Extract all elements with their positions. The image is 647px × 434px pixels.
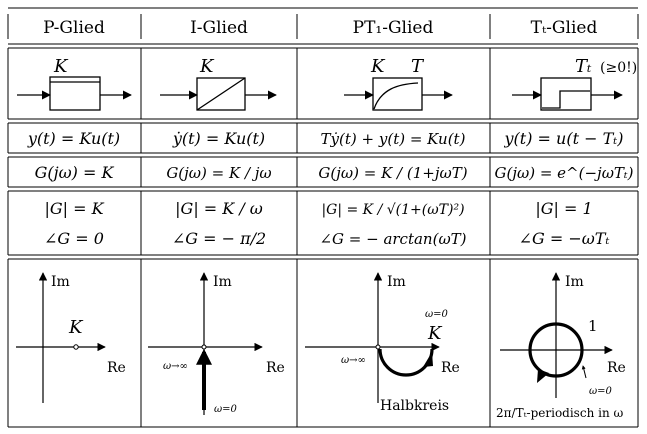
i-axis-re: Re (266, 360, 285, 376)
i-block (160, 77, 277, 111)
pt1-nyquist-semicircle (378, 348, 434, 377)
tt-one-label: 1 (588, 317, 598, 335)
pt1-axis-re: Re (441, 360, 460, 376)
i-omega-inf: ω→∞ (163, 361, 188, 372)
phase-pt1: ∠G = − arctan(ωT) (319, 230, 466, 248)
p-block (17, 76, 132, 111)
eq-i: ẏ(t) = Ku(t) (172, 129, 265, 148)
transfer-i: G(jω) = K / jω (166, 164, 271, 182)
header-tt-glied: Tₜ-Glied (531, 18, 598, 38)
mag-p: |G| = K (44, 199, 104, 218)
phase-p: ∠G = 0 (44, 229, 104, 248)
pt1-caption: Halbkreis (380, 398, 449, 414)
table-grid (7, 7, 639, 428)
p-axis-re: Re (107, 360, 126, 376)
mag-pt1: |G| = K / √(1+(ωT)²) (321, 202, 464, 218)
p-block-param: K (53, 56, 69, 77)
nyquist-pt1: Im Re ω=0 K ω→∞ Halbkreis (305, 272, 460, 414)
pt1-block (344, 77, 453, 111)
transfer-pt1: G(jω) = K / (1+jωT) (318, 164, 467, 182)
i-omega-zero: ω=0 (214, 404, 238, 415)
p-nyquist-point (73, 344, 79, 350)
p-point-label: K (68, 317, 84, 338)
block-labels: K K K T Tₜ (≥0!) (53, 56, 637, 77)
tt-block (512, 77, 623, 111)
pt1-block-param-t: T (411, 56, 425, 77)
transfer-tt: G(jω) = e^(−jωTₜ) (495, 164, 634, 182)
magnitude-phase-row: |G| = K |G| = K / ω |G| = K / √(1+(ωT)²)… (44, 199, 609, 248)
tt-axis-im: Im (565, 274, 584, 290)
pt1-omega-inf: ω→∞ (341, 355, 366, 366)
tt-caption: 2π/Tₜ-periodisch in ω (496, 406, 623, 420)
mag-tt: |G| = 1 (535, 199, 592, 218)
row-rules (7, 14, 639, 427)
phase-tt: ∠G = −ωTₜ (519, 229, 610, 248)
pt1-axis-im: Im (387, 274, 406, 290)
nyquist-i: Im Re ω→∞ ω=0 (148, 272, 285, 415)
pt1-block-param-k: K (370, 56, 386, 77)
tt-block-note: (≥0!) (600, 60, 637, 76)
eq-p: y(t) = Ku(t) (27, 129, 120, 148)
eq-tt: y(t) = u(t − Tₜ) (504, 129, 624, 148)
pt1-k-label: K (427, 323, 443, 344)
transfer-p: G(jω) = K (35, 163, 115, 182)
tt-axis-re: Re (607, 360, 626, 376)
header-p-glied: P-Glied (43, 18, 105, 38)
transfer-row: G(jω) = K G(jω) = K / jω G(jω) = K / (1+… (35, 163, 634, 182)
mag-i: |G| = K / ω (175, 199, 263, 218)
block-diagram-row (17, 76, 623, 111)
tt-block-param: Tₜ (575, 56, 592, 77)
tt-nyquist-circle (528, 322, 584, 378)
header-row: P-Glied I-Glied PT₁-Glied Tₜ-Glied (43, 18, 597, 38)
nyquist-p: Im Re K (16, 272, 126, 403)
tt-omega-zero: ω=0 (589, 386, 613, 397)
header-i-glied: I-Glied (190, 18, 248, 38)
equation-row: y(t) = Ku(t) ẏ(t) = Ku(t) Tẏ(t) + y(t) =… (27, 129, 624, 148)
header-pt1-glied: PT₁-Glied (353, 18, 434, 38)
p-axis-im: Im (51, 274, 70, 290)
nyquist-tt: Im Re 1 ω=0 2π/Tₜ-periodisch in ω (496, 272, 626, 420)
tt-start-arrow (581, 365, 587, 379)
eq-pt1: Tẏ(t) + y(t) = Ku(t) (321, 130, 466, 148)
pt1-omega-zero: ω=0 (425, 309, 449, 320)
i-block-param: K (199, 56, 215, 77)
phase-i: ∠G = − π/2 (172, 229, 266, 248)
i-axis-im: Im (213, 274, 232, 290)
